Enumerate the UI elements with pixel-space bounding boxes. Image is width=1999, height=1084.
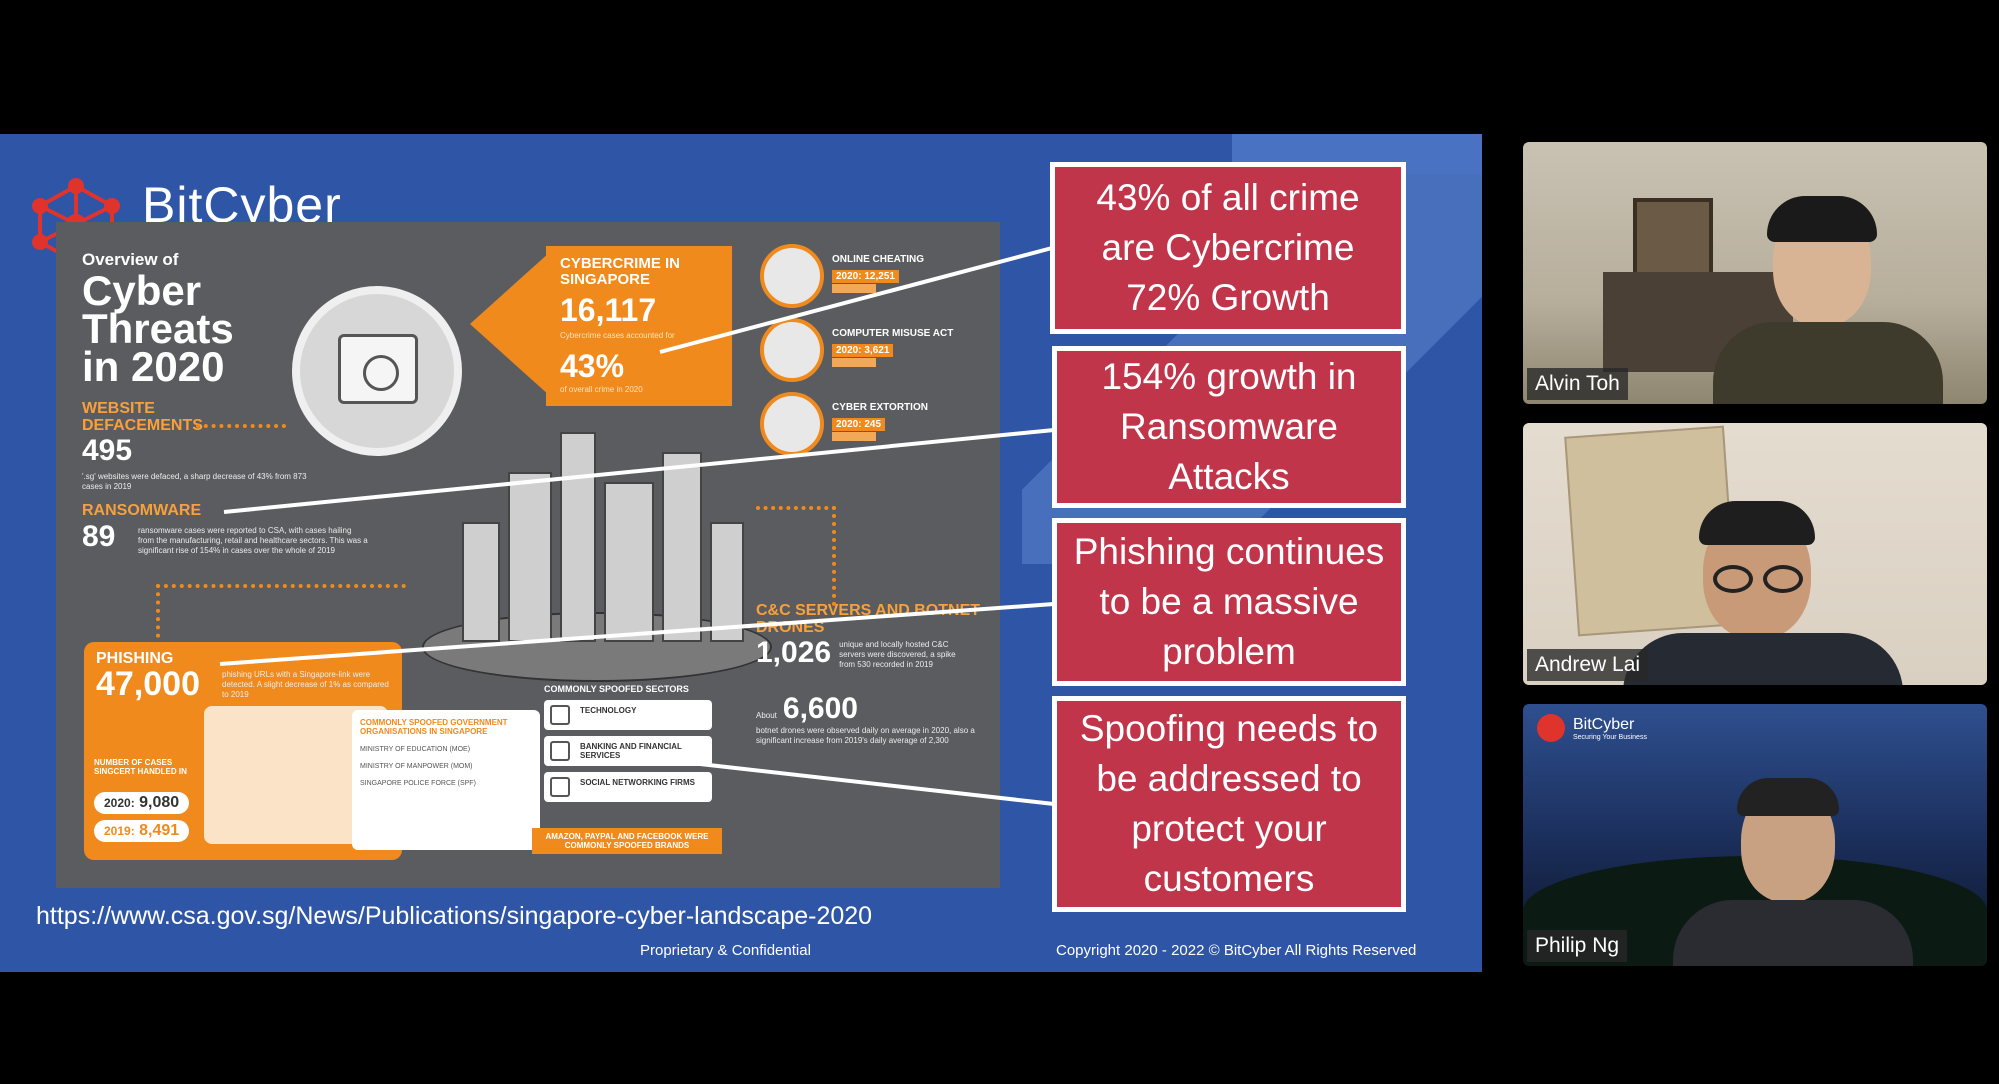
cc-servers-note: unique and locally hosted C&C servers we… (839, 640, 956, 669)
cybercrime-heading: CYBERCRIME IN SINGAPORE (560, 255, 681, 288)
botnet-count: 6,600 (782, 692, 858, 725)
cyber-extortion-bar (832, 432, 876, 441)
cybercrime-share: 43% (560, 348, 625, 384)
callout-ransomware: 154% growth in Ransomware Attacks (1052, 346, 1406, 508)
infographic-title: Cyber Threats in 2020 (82, 267, 234, 390)
chip-icon (550, 705, 570, 725)
infographic-overview-label: Overview of (82, 250, 179, 269)
botnet-note: botnet drones were observed daily on ave… (756, 726, 975, 745)
phishing-2020-year: 2020: (104, 796, 135, 810)
gov-orgs-heading: COMMONLY SPOOFED GOVERNMENT ORGANISATION… (360, 718, 508, 736)
dotted-connector (832, 506, 836, 606)
sector-label: SOCIAL NETWORKING FIRMS (580, 778, 695, 787)
dotted-connector (156, 584, 160, 646)
leader-line (219, 602, 1055, 666)
sector-item: BANKING AND FINANCIAL SERVICES (544, 736, 712, 766)
dotted-connector (196, 424, 286, 428)
source-url: https://www.csa.gov.sg/News/Publications… (36, 902, 873, 930)
footer-confidential: Proprietary & Confidential (640, 942, 811, 959)
phishing-note: phishing URLs with a Singapore-link were… (222, 670, 389, 699)
ransomware-note: ransomware cases were reported to CSA, w… (138, 526, 368, 555)
participant-body (1713, 322, 1943, 404)
virtual-background-brand: BitCyber Securing Your Business (1537, 714, 1647, 742)
participant-tile[interactable]: Andrew Lai (1523, 423, 1987, 685)
cybercrime-panel: CYBERCRIME IN SINGAPORE 16,117 Cybercrim… (546, 246, 732, 406)
ransomware-heading: RANSOMWARE (82, 502, 202, 519)
callout-spoofing: Spoofing needs to be addressed to protec… (1052, 696, 1406, 912)
shared-slide: BitCyber Overview of Cyber Threats in 20… (0, 134, 1482, 972)
callout-leader-lines (219, 246, 1055, 806)
online-cheating-value: 2020: 12,251 (832, 270, 899, 283)
sector-item: SOCIAL NETWORKING FIRMS (544, 772, 712, 802)
sector-label: BANKING AND FINANCIAL SERVICES (580, 742, 682, 760)
participant-hair (1737, 778, 1839, 816)
vb-brand-tagline: Securing Your Business (1573, 733, 1647, 741)
phishing-count: 47,000 (96, 665, 200, 703)
participant-body (1673, 900, 1913, 966)
defacements-count: 495 (82, 434, 133, 467)
sector-item: TECHNOLOGY (544, 700, 712, 730)
gov-orgs-panel: COMMONLY SPOOFED GOVERNMENT ORGANISATION… (352, 710, 540, 850)
vb-brand-name: BitCyber (1573, 715, 1635, 733)
online-cheating-label: ONLINE CHEATING (832, 254, 925, 265)
online-cheating-bar (832, 284, 876, 293)
footer-copyright: Copyright 2020 - 2022 © BitCyber All Rig… (1056, 942, 1417, 959)
ransomware-count: 89 (82, 520, 116, 553)
glasses-icon (1713, 565, 1753, 593)
leader-line (223, 428, 1055, 514)
phishing-2019-value: 8,491 (139, 822, 180, 839)
phishing-2020-pill: 2020: 9,080 (94, 792, 190, 814)
phishing-2020-value: 9,080 (139, 794, 180, 811)
phishing-heading: PHISHING (96, 650, 174, 667)
gov-org-item: MINISTRY OF MANPOWER (MOM) (360, 763, 473, 770)
glasses-icon (1763, 565, 1803, 593)
participant-tile[interactable]: Alvin Toh (1523, 142, 1987, 404)
phishing-cases-label: NUMBER OF CASES SINGCERT HANDLED IN (94, 758, 187, 776)
callout-cybercrime: 43% of all crime are Cybercrime 72% Grow… (1050, 162, 1406, 334)
bank-icon (550, 741, 570, 761)
defacements-note: '.sg' websites were defaced, a sharp dec… (82, 472, 307, 491)
leader-line (659, 246, 1053, 354)
computer-misuse-icon (760, 318, 824, 382)
dotted-connector (756, 506, 836, 510)
defacements-block: WEBSITE DEFACEMENTS 495 (82, 400, 232, 468)
bitcyber-logo-icon (1537, 714, 1565, 742)
brands-note: AMAZON, PAYPAL AND FACEBOOK WERE COMMONL… (532, 828, 722, 854)
cybercrime-count-note: Cybercrime cases accounted for (560, 331, 675, 340)
participant-hair (1767, 196, 1877, 242)
leader-line (699, 762, 1055, 806)
dotted-connector (156, 584, 406, 588)
participant-tile[interactable]: BitCyber Securing Your Business Philip N… (1523, 704, 1987, 966)
computer-misuse-bar (832, 358, 876, 367)
defacements-heading: WEBSITE DEFACEMENTS (82, 400, 203, 434)
cybercrime-share-note: of overall crime in 2020 (560, 385, 643, 394)
cyber-extortion-value: 2020: 245 (832, 418, 886, 431)
cybercrime-pointer (470, 252, 550, 396)
phishing-2019-year: 2019: (104, 824, 135, 838)
callout-phishing: Phishing continues to be a massive probl… (1052, 518, 1406, 686)
botnet-block: About 6,600 botnet drones were observed … (756, 692, 996, 746)
cc-servers-count: 1,026 (756, 636, 832, 669)
computer-misuse-label: COMPUTER MISUSE ACT (832, 328, 954, 339)
sectors-panel: COMMONLY SPOOFED SECTORS TECHNOLOGY BANK… (544, 684, 712, 802)
participant-body (1623, 633, 1903, 685)
participant-name: Alvin Toh (1527, 368, 1628, 400)
participant-name: Philip Ng (1527, 930, 1628, 962)
cybercrime-count: 16,117 (560, 292, 657, 328)
phishing-2019-pill: 2019: 8,491 (94, 820, 190, 842)
hub-illustration-icon (292, 286, 462, 456)
participant-hair (1699, 501, 1815, 545)
sectors-heading: COMMONLY SPOOFED SECTORS (544, 684, 689, 694)
sector-label: TECHNOLOGY (580, 706, 637, 715)
phone-icon (550, 777, 570, 797)
participant-name: Andrew Lai (1527, 649, 1649, 681)
computer-misuse-value: 2020: 3,621 (832, 344, 894, 357)
botnet-prefix: About (756, 711, 777, 720)
gov-org-item: SINGAPORE POLICE FORCE (SPF) (360, 780, 476, 787)
cyber-extortion-label: CYBER EXTORTION (832, 402, 928, 413)
gov-org-item: MINISTRY OF EDUCATION (MOE) (360, 746, 471, 753)
online-cheating-icon (760, 244, 824, 308)
infographic: Overview of Cyber Threats in 2020 CYBERC… (56, 222, 1000, 888)
